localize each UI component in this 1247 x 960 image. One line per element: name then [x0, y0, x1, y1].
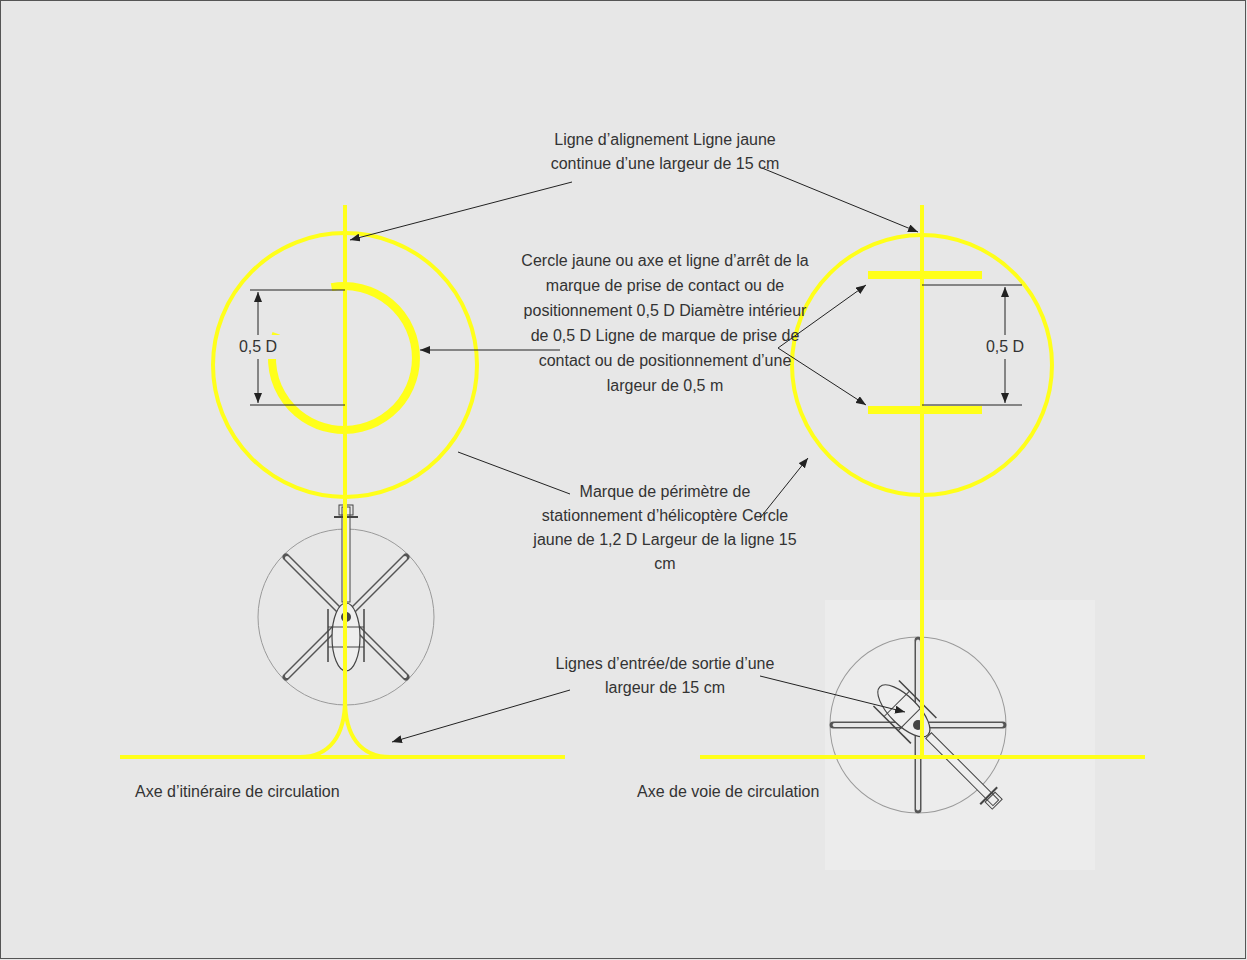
- leader-lines: [350, 168, 918, 742]
- left-stand-marking: [120, 205, 565, 757]
- dimension-label: 0,5 D: [236, 335, 280, 359]
- callout-text: Marque de périmètre de stationnement d’h…: [530, 480, 800, 576]
- axis-label: Axe de voie de circulation: [637, 780, 819, 804]
- photo-ground: [825, 600, 1095, 870]
- callout-text: Lignes d’entrée/de sortie d’une largeur …: [530, 652, 800, 700]
- callout-text: Cercle jaune ou axe et ligne d’arrêt de …: [515, 248, 815, 398]
- callout-text: Ligne d’alignement Ligne jaune continue …: [530, 128, 800, 176]
- axis-label: Axe d’itinéraire de circulation: [135, 780, 340, 804]
- helicopter-figure: [794, 601, 1060, 867]
- dimension-label: 0,5 D: [983, 335, 1027, 359]
